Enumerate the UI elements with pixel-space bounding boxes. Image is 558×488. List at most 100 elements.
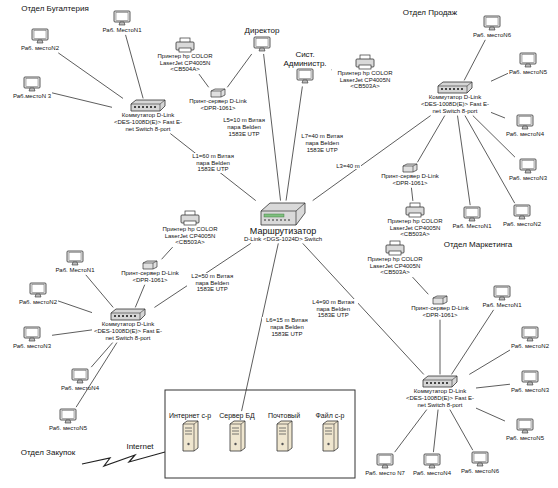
workstation-node: Раб. место N7 [364,452,406,478]
cable-line [476,384,510,388]
node-text-group: Раб. местоN4 [506,131,544,138]
node-text-group: Принт-сервер D-Link <DPR-1061> [410,305,470,318]
workstation-node: Раб. местоN3 [12,325,52,351]
cable-line [464,40,485,81]
node-label: Сервер БД [219,412,255,420]
switch-icon [110,308,146,321]
cable-line [476,408,505,421]
switch-node: Коммутатор D-Link <DES-1008D(E)> Fast E-… [404,374,476,409]
print-server-node: Принт-сервер D-Link <DPR-1061> [187,87,249,112]
workstation-node: Раб. местоN6 [460,450,500,476]
node-text-group: Раб. местоN4 [61,385,99,392]
workstation-node: Раб. местоN4 [505,113,545,139]
printer-icon [405,202,425,218]
printer-icon [175,37,195,53]
cable-line [451,310,493,375]
node-label: Принт-сервер D-Link <DPR-1061> [380,173,440,186]
node-label: Раб. МестоN1 [483,302,522,309]
workstation-icon [519,52,537,69]
node-label: Директор [245,27,280,36]
switch-node: Коммутатор D-Link <DES-1008D(E)> Fast E-… [92,307,164,342]
node-label: Файл с-р [316,412,345,420]
cable-line [457,116,470,206]
cable-line [52,93,112,107]
workstation-node: Раб. местоN2 [510,325,550,351]
node-text-group: Почтовый [268,412,300,420]
server-room-box [165,390,355,478]
workstation-node: Раб. местоN4 [60,367,100,393]
node-label: Раб. местоN2 [19,299,57,306]
printer-icon [355,54,375,70]
server-icon [321,420,339,452]
node-label: Раб. место N7 [365,470,405,477]
switch-icon [422,375,458,388]
cable-line [440,320,441,375]
switch-icon [130,99,166,112]
server-icon [228,420,246,452]
cable-line [491,73,508,81]
internet-lightning [82,452,165,466]
workstation-node: Раб. местоN2 [20,27,60,53]
node-label: Раб. местоN3 [511,387,549,394]
workstation-icon [376,453,394,470]
cable-line [433,410,438,453]
workstation-icon [253,36,271,53]
router-icon [260,202,306,226]
node-text-group: Принтер hp COLOR LaserJet CP4005N <CB503… [333,70,398,90]
cable-line [395,410,427,453]
server-node: Файл с-р [315,411,346,453]
node-text-group: Раб. место N7 [365,470,405,477]
node-text-group: Коммутатор D-Link <DES-1008D(E)> Fast E-… [93,321,163,341]
workstation-icon [521,326,539,343]
node-text-group: Раб. МестоN1 [56,267,95,274]
node-text-group: Раб. местоN2 [511,343,549,350]
cable-label: L3=40 m [335,163,361,170]
node-label: D-Link <DGS-1024D> Switch [244,236,322,243]
node-text-group: Сервер БД [219,412,255,420]
cable-label: L2=50 m Витая пара Belden 1583E UTP [187,273,237,293]
workstation-node: Раб. МестоN1 [55,249,96,275]
workstation-node: Раб. МестоN1 [102,9,143,35]
workstation-node: Раб. местоN4 [412,452,452,478]
node-label: Принтер hp COLOR LaserJet CP4005N <CB503… [158,226,223,246]
node-label: Принтер hp COLOR LaserJet CP4005N <CB503… [333,70,398,90]
node-text-group: Раб. МестоN1 [483,302,522,309]
printer-node: Принтер hp COLOR LaserJet CP4005N <CB503… [382,201,449,239]
node-label: Коммутатор D-Link <DES-1008D(E)> Fast E-… [93,321,163,341]
node-text-group: Раб. местоN6 [473,32,511,39]
node-label: Почтовый [268,412,300,420]
node-label: Коммутатор D-Link <DES-1008D(E)> Fast E-… [113,112,183,132]
cable-line [491,112,505,118]
cable-line [469,350,510,374]
print-server-icon [402,163,418,173]
node-text-group: Раб. МестоN1 [103,27,142,34]
workstation-node: Раб. МестоN1 [452,205,493,231]
cable-line [413,277,429,294]
node-text-group: Принтер hp COLOR LaserJet CP4005N <CB503… [158,226,223,246]
workstation-icon [113,10,131,27]
printer-node: Принтер hp COLOR LaserJet CP4005N <CB503… [157,209,224,247]
node-label: Раб. местоN5 [506,435,544,442]
printer-node: Принтер hp COLOR LaserJet CP4005N <CB503… [362,239,429,277]
workstation-icon [463,206,481,223]
node-text-group: Раб. местоN2 [21,45,59,52]
node-label: Принтер hp COLOR LaserJet CP4005N <CB503… [363,256,428,276]
node-label: Раб. местоN4 [61,385,99,392]
cable-label: L5=10 m Витая пара Belden 1583E UTP [219,117,269,137]
node-text-group: Раб. МестоN1 [453,223,492,230]
node-label: Раб. местоN6 [461,468,499,475]
cable-line [411,188,412,201]
print-server-node: Принт-сервер D-Link <DPR-1061> [379,162,441,187]
workstation-node: Раб.местоN 3 [12,75,52,101]
node-text-group: Раб. местоN4 [413,470,451,477]
node-label: Раб. МестоN1 [103,27,142,34]
department-label: Отдел Бугалтерия [20,4,90,13]
workstation-icon [516,418,534,435]
node-text-group: Раб.местоN 3 [13,93,51,100]
node-label: Раб. местоN5 [49,425,87,432]
node-text-group: Принтер hp COLOR LaserJet CP4005N <CB504… [153,53,218,73]
node-label: Коммутатор D-Link <DES-1008D(E)> Fast E-… [405,388,475,408]
workstation-icon [296,68,314,85]
node-label: Раб.местоN 3 [13,93,51,100]
